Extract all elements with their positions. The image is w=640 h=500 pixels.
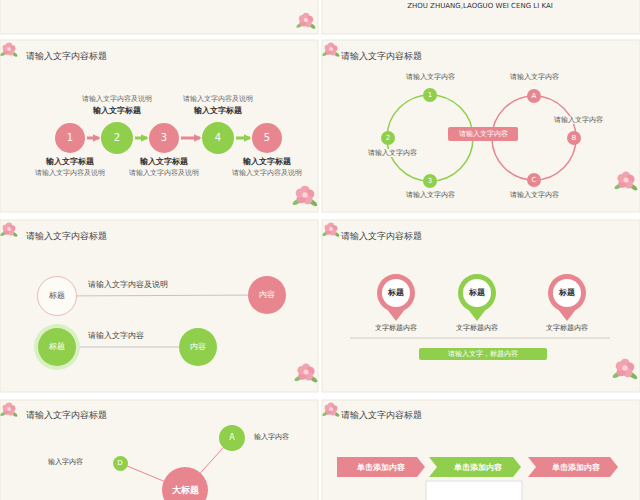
node-text: 单击添加内容 bbox=[552, 463, 600, 472]
link-line bbox=[127, 466, 164, 481]
center-banner: 请输入文字内容 bbox=[448, 127, 518, 141]
step-heading: 输入文字标题 bbox=[92, 106, 142, 116]
node-text: 1 bbox=[428, 91, 432, 99]
cycle-label: 请输入文字内容 bbox=[553, 116, 604, 124]
slide-title: 请输入文字内容标题 bbox=[25, 51, 108, 62]
item-description: 请输入文字内容 bbox=[87, 331, 145, 341]
flower-decoration bbox=[0, 13, 638, 418]
title-circle: 标题 bbox=[38, 328, 76, 366]
step-heading: 输入文字标题 bbox=[45, 157, 95, 167]
node-text: 内容 bbox=[190, 342, 206, 352]
node-text: 标题 bbox=[559, 288, 575, 298]
arrow-connector bbox=[135, 137, 147, 140]
cycle-label: 请输入文字内容 bbox=[509, 73, 560, 81]
node-text: A bbox=[532, 92, 537, 100]
cycle-label: 请输入文字内容 bbox=[509, 191, 560, 199]
cycle-rings bbox=[387, 95, 576, 181]
content-circle: 内容 bbox=[248, 276, 286, 314]
node-text: A bbox=[229, 433, 234, 443]
title-circle: 标题 bbox=[37, 276, 77, 316]
chevron-step: 单击添加内容 bbox=[429, 457, 521, 477]
node-text: 内容 bbox=[259, 290, 275, 300]
cycle-dot: 3 bbox=[423, 174, 437, 188]
step-description: 请输入文字内容及说明 bbox=[34, 169, 106, 177]
step-heading: 输入文字标题 bbox=[139, 157, 189, 167]
node-text: 单击添加内容 bbox=[454, 463, 502, 472]
branch-label: 输入字内容 bbox=[253, 433, 290, 441]
node-text: 标题 bbox=[49, 342, 65, 352]
slide-title: 请输入文字内容标题 bbox=[340, 231, 423, 242]
link-line bbox=[76, 347, 179, 348]
summary-bar: 请输入文字，标题内容 bbox=[419, 348, 547, 360]
node-text: 3 bbox=[161, 132, 167, 144]
pin-caption: 文字标题内容 bbox=[374, 324, 418, 332]
map-pin: 标题 bbox=[375, 272, 417, 322]
cycle-dot: C bbox=[527, 173, 541, 187]
slide-title: 请输入文字内容标题 bbox=[25, 231, 108, 242]
step-circle: 5 bbox=[252, 123, 282, 153]
node-text: 请输入文字内容 bbox=[459, 130, 508, 138]
node-text: 4 bbox=[215, 132, 221, 144]
step-circle: 3 bbox=[149, 123, 179, 153]
step-heading: 输入文字标题 bbox=[193, 106, 243, 116]
divider-line bbox=[350, 338, 610, 339]
node-text: 标题 bbox=[469, 288, 485, 298]
branch-dot: D bbox=[113, 456, 128, 471]
arrow-connector bbox=[181, 137, 200, 140]
map-pin: 标题 bbox=[546, 272, 588, 322]
cycle-dot: 1 bbox=[423, 88, 437, 102]
cycle-label: 请输入文字内容 bbox=[405, 73, 456, 81]
node-text: 标题 bbox=[49, 291, 65, 301]
arrow-connector bbox=[236, 137, 250, 140]
arrow-connector bbox=[87, 137, 99, 140]
step-description: 请输入文字内容及说明 bbox=[231, 169, 303, 177]
node-text: B bbox=[572, 134, 577, 142]
slide-title: 请输入文字内容标题 bbox=[340, 410, 423, 421]
node-text: 2 bbox=[114, 132, 120, 144]
slide-title: 请输入文字内容标题 bbox=[25, 410, 108, 421]
item-description: 请输入文字内容及说明 bbox=[87, 280, 169, 290]
link-line bbox=[77, 295, 248, 297]
node-text: 1 bbox=[67, 132, 73, 144]
node-text: 标题 bbox=[388, 288, 404, 298]
cycle-dot: A bbox=[527, 89, 541, 103]
step-circle: 4 bbox=[202, 122, 234, 154]
step-circle: 2 bbox=[101, 122, 133, 154]
node-text: C bbox=[532, 176, 537, 184]
branch-circle: A bbox=[219, 425, 245, 451]
hub-circle: 大标题 bbox=[162, 467, 208, 500]
node-text: 5 bbox=[264, 132, 270, 144]
chevron-step: 单击添加内容 bbox=[337, 457, 425, 477]
content-panel bbox=[426, 481, 522, 500]
node-text: 请输入文字，标题内容 bbox=[448, 350, 518, 358]
map-pin: 标题 bbox=[456, 272, 498, 322]
cycle-label: 请输入文字内容 bbox=[367, 149, 418, 157]
node-text: 单击添加内容 bbox=[357, 463, 405, 472]
cycle-dot: 2 bbox=[381, 131, 395, 145]
node-text: 3 bbox=[428, 177, 432, 185]
pin-caption: 文字标题内容 bbox=[455, 324, 499, 332]
link-line bbox=[200, 448, 223, 473]
node-text: 大标题 bbox=[172, 485, 199, 496]
step-description: 请输入文字内容及说明 bbox=[128, 169, 200, 177]
node-text: D bbox=[117, 459, 122, 467]
subtitle-text: ZHOU ZHUANG,LAOGUO WEI CENG LI KAI bbox=[406, 2, 554, 10]
content-circle: 内容 bbox=[179, 328, 217, 366]
node-text: 2 bbox=[386, 134, 390, 142]
cycle-dot: B bbox=[567, 131, 581, 145]
step-heading: 输入文字标题 bbox=[242, 157, 292, 167]
step-description: 请输入文字内容及说明 bbox=[81, 95, 153, 103]
slide-title: 请输入文字内容标题 bbox=[340, 51, 423, 62]
chevron-step: 单击添加内容 bbox=[528, 457, 618, 477]
step-circle: 1 bbox=[55, 123, 85, 153]
pin-caption: 文字标题内容 bbox=[545, 324, 589, 332]
cycle-label: 请输入文字内容 bbox=[405, 191, 456, 199]
step-description: 请输入文字内容及说明 bbox=[182, 95, 254, 103]
branch-label: 输入字内容 bbox=[47, 458, 84, 466]
